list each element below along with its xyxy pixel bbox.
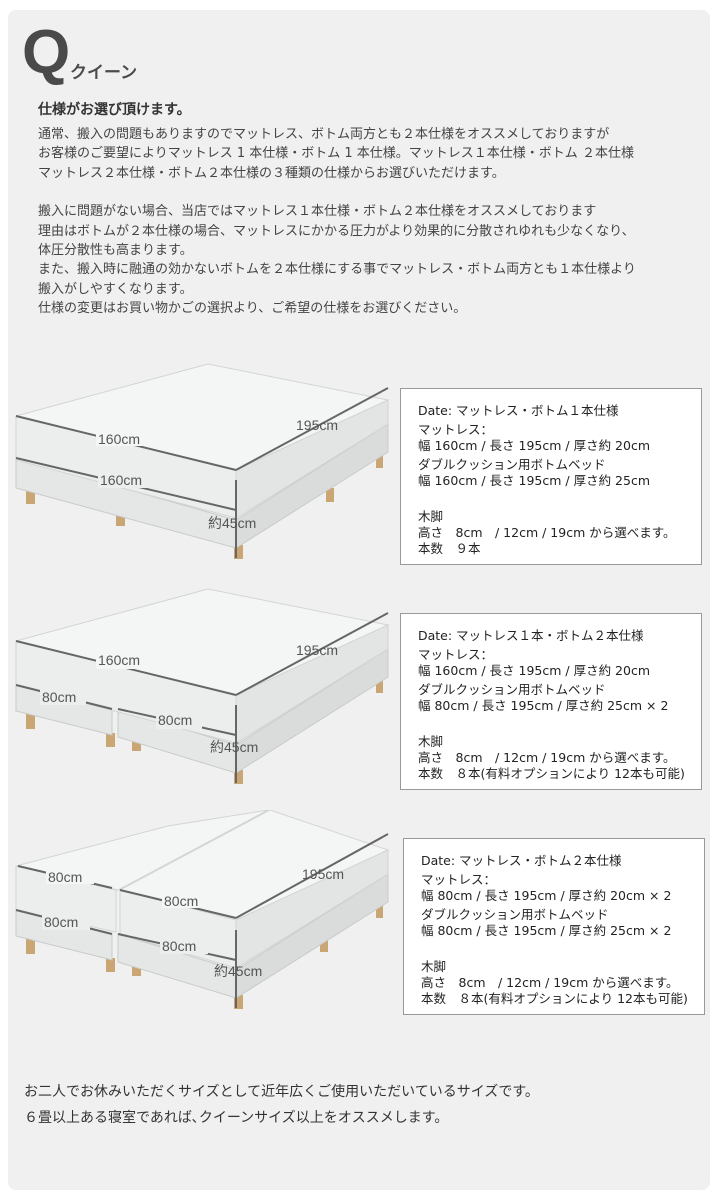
bed-leg <box>320 938 328 952</box>
dim-mattress-width-left: 80cm <box>48 869 82 885</box>
bed-leg <box>376 906 383 918</box>
legs-count: 本数 ８本(有料オプションにより 12本も可能) <box>421 991 688 1006</box>
legs-label: 木脚 <box>418 509 444 524</box>
mattress-label: マットレス： <box>418 647 494 662</box>
bed-leg <box>234 545 243 559</box>
dim-label-bg <box>46 868 94 884</box>
bed-leg <box>106 733 115 747</box>
bed-illustration-1: 160cm 195cm 160cm 約45cm <box>15 363 390 559</box>
dim-length: 195cm <box>302 866 344 882</box>
spec-title-text: Date: マットレス・ボトム１本仕様 <box>418 403 619 418</box>
bed-leg <box>234 770 243 784</box>
bottom-label: ダブルクッション用ボトムベッド <box>418 457 606 472</box>
dim-bottom-width-right: 80cm <box>158 712 192 728</box>
mattress-size: 幅 160cm / 長さ 195cm / 厚さ約 20cm <box>418 663 651 678</box>
bed-leg <box>132 962 141 976</box>
dim-label-bg <box>96 653 152 669</box>
bed-illustration-3: 80cm 80cm 195cm 80cm 80cm 約45cm <box>15 810 390 1009</box>
dim-height: 約45cm <box>210 739 258 755</box>
intro-line: 搬入に問題がない場合、当店ではマットレス１本仕様・ボトム２本仕様をオススメしてお… <box>38 204 597 220</box>
dim-bottom-width: 160cm <box>100 472 142 488</box>
bed-leg <box>376 456 383 468</box>
legs-height: 高さ 8cm / 12cm / 19cm から選べます。 <box>418 525 676 540</box>
footer-line: ６畳以上ある寝室であれば､クイーンサイズ以上をオススメします。 <box>24 1110 449 1126</box>
dim-length: 195cm <box>296 642 338 658</box>
dim-line <box>235 612 389 696</box>
dim-bottom-width-left: 80cm <box>44 914 78 930</box>
legs-height: 高さ 8cm / 12cm / 19cm から選べます。 <box>418 750 676 765</box>
legs-label: 木脚 <box>421 959 447 974</box>
mattress-label: マットレス： <box>421 872 497 887</box>
dim-height: 約45cm <box>214 963 262 979</box>
intro-line: 仕様の変更はお買い物かごの選択より、ご希望の仕様をお選びください。 <box>38 301 467 317</box>
dim-label-bg <box>98 472 154 488</box>
mattress-size: 幅 80cm / 長さ 195cm / 厚さ約 20cm × 2 <box>421 888 672 903</box>
intro-line: 通常、搬入の問題もありますのでマットレス、ボトム両方とも２本仕様をオススメしてお… <box>38 127 610 142</box>
bed-illustration-2: 160cm 195cm 80cm 80cm 約45cm <box>15 588 390 784</box>
intro-line: 搬入がしやすくなります。 <box>38 281 193 297</box>
mattress-label: マットレス： <box>418 422 494 437</box>
bed-leg <box>26 938 35 954</box>
dim-line <box>235 387 389 471</box>
dim-line <box>235 833 389 919</box>
dim-label-bg <box>156 713 202 729</box>
bottom-size: 幅 80cm / 長さ 195cm / 厚さ約 25cm × 2 <box>421 923 672 938</box>
legs-count: 本数 ９本 <box>418 541 481 556</box>
bed-leg <box>376 681 383 693</box>
spec-title: 仕様がお選び頂けます。 <box>38 102 191 118</box>
bed-leg <box>26 713 35 729</box>
dim-length: 195cm <box>296 417 338 433</box>
bed-leg <box>116 512 125 526</box>
bottom-label: ダブルクッション用ボトムベッド <box>421 907 609 922</box>
dim-label-bg <box>40 689 86 705</box>
legs-height: 高さ 8cm / 12cm / 19cm から選べます。 <box>421 975 679 990</box>
bed-leg <box>106 958 115 972</box>
bottom-size: 幅 80cm / 長さ 195cm / 厚さ約 25cm × 2 <box>418 698 669 713</box>
bottom-label: ダブルクッション用ボトムベッド <box>418 682 606 697</box>
intro-line: お客様のご要望によりマットレス 1 本仕様・ボトム 1 本仕様。マットレス１本仕… <box>38 146 634 162</box>
spec-title-text: Date: マットレス・ボトム２本仕様 <box>421 853 622 868</box>
dim-mattress-width: 160cm <box>98 431 140 447</box>
legs-label: 木脚 <box>418 734 444 749</box>
dim-bottom-width-right: 80cm <box>162 938 196 954</box>
dim-bottom-width-left: 80cm <box>42 689 76 705</box>
spec-title-text: Date: マットレス１本・ボトム２本仕様 <box>418 628 644 643</box>
dim-mattress-width-right: 80cm <box>164 893 198 909</box>
intro-line: 理由はボトムが２本仕様の場合、マットレスにかかる圧力がより効果的に分散されゆれも… <box>38 223 635 239</box>
legs-count: 本数 ８本(有料オプションにより 12本も可能) <box>418 766 685 781</box>
size-letter: Q <box>22 18 71 87</box>
intro-line: また、搬入時に融通の効かないボトムを２本仕様にする事でマットレス・ボトム両方とも… <box>38 262 636 278</box>
bottom-size: 幅 160cm / 長さ 195cm / 厚さ約 25cm <box>418 473 651 488</box>
dim-label-bg <box>96 430 152 446</box>
footer-text: お二人でお休みいただくサイズとして近年広くご使用いただいているサイズです。 ６畳… <box>24 1079 539 1131</box>
bed-leg <box>26 488 35 504</box>
dim-label-bg <box>162 892 210 908</box>
footer-line: お二人でお休みいただくサイズとして近年広くご使用いただいているサイズです。 <box>24 1084 539 1100</box>
spec-box-1: Date: マットレス・ボトム１本仕様 マットレス： 幅 160cm / 長さ … <box>400 388 702 565</box>
dim-mattress-width: 160cm <box>98 652 140 668</box>
dim-height: 約45cm <box>208 515 256 531</box>
dim-label-bg <box>160 938 208 954</box>
mattress-size: 幅 160cm / 長さ 195cm / 厚さ約 20cm <box>418 438 651 453</box>
spec-box-3: Date: マットレス・ボトム２本仕様 マットレス： 幅 80cm / 長さ 1… <box>403 838 705 1015</box>
spec-box-2: Date: マットレス１本・ボトム２本仕様 マットレス： 幅 160cm / 長… <box>400 613 702 790</box>
size-name: クイーン <box>70 63 138 83</box>
intro-line: マットレス２本仕様・ボトム２本仕様の３種類の仕様からお選びいただけます。 <box>38 165 505 181</box>
dim-label-bg <box>42 914 90 930</box>
bed-leg <box>234 995 243 1009</box>
bed-leg <box>326 488 334 502</box>
bed-leg <box>132 737 141 751</box>
intro-line: 体圧分散性も高まります。 <box>38 243 193 259</box>
intro-text: 通常、搬入の問題もありますのでマットレス、ボトム両方とも２本仕様をオススメしてお… <box>38 125 698 319</box>
